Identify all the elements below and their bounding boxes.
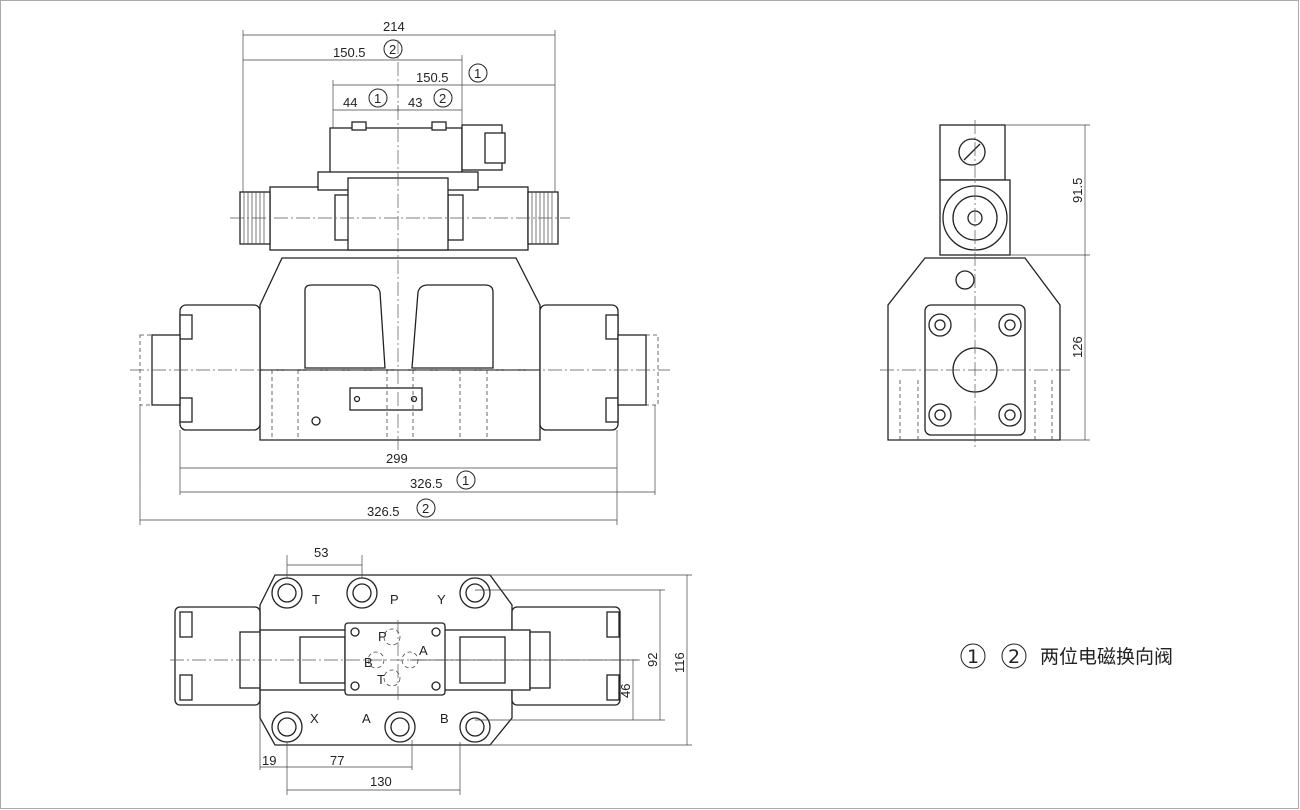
marker-2: 2: [389, 42, 396, 57]
dim-299: 299: [386, 451, 408, 466]
dim-150-5-2: 150.5: [333, 45, 366, 60]
legend-text: 两位电磁换向阀: [1040, 646, 1173, 668]
legend: 1 2 两位电磁换向阀: [960, 643, 1173, 669]
dim-126: 126: [1070, 336, 1085, 358]
port-x: X: [310, 711, 319, 726]
dim-46: 46: [618, 684, 633, 698]
marker-1: 1: [462, 473, 469, 488]
dim-44: 44: [343, 95, 357, 110]
side-view: 91.5 126: [880, 120, 1090, 450]
pilot-port-b: B: [364, 655, 373, 670]
dim-150-5-1: 150.5: [416, 70, 449, 85]
marker-1: 1: [474, 66, 481, 81]
dim-77: 77: [330, 753, 344, 768]
marker-1: 1: [374, 91, 381, 106]
dim-130: 130: [370, 774, 392, 789]
pilot-port-p: P: [378, 629, 387, 644]
port-b: B: [440, 711, 449, 726]
front-view: 214 150.5 2 150.5 1 44 1 43 2: [130, 19, 670, 525]
port-y: Y: [437, 592, 446, 607]
dim-53: 53: [314, 545, 328, 560]
port-p: P: [390, 592, 399, 607]
dim-116: 116: [672, 652, 687, 673]
pilot-port-a: A: [419, 643, 428, 658]
dim-91-5: 91.5: [1070, 178, 1085, 203]
dim-19: 19: [262, 753, 276, 768]
port-t: T: [312, 592, 320, 607]
legend-marker-2: 2: [1008, 646, 1020, 668]
legend-marker-1: 1: [967, 646, 979, 668]
port-a: A: [362, 711, 371, 726]
pilot-port-t: T: [377, 672, 385, 687]
bottom-view: T P Y X A B P A B T 53 116 92 46 19 77 1…: [170, 545, 692, 795]
dim-43: 43: [408, 95, 422, 110]
dim-326-5-1: 326.5: [410, 476, 443, 491]
marker-2: 2: [422, 501, 429, 516]
marker-2: 2: [439, 91, 446, 106]
dim-326-5-2: 326.5: [367, 504, 400, 519]
dim-214: 214: [383, 19, 405, 34]
dim-92: 92: [645, 653, 660, 667]
